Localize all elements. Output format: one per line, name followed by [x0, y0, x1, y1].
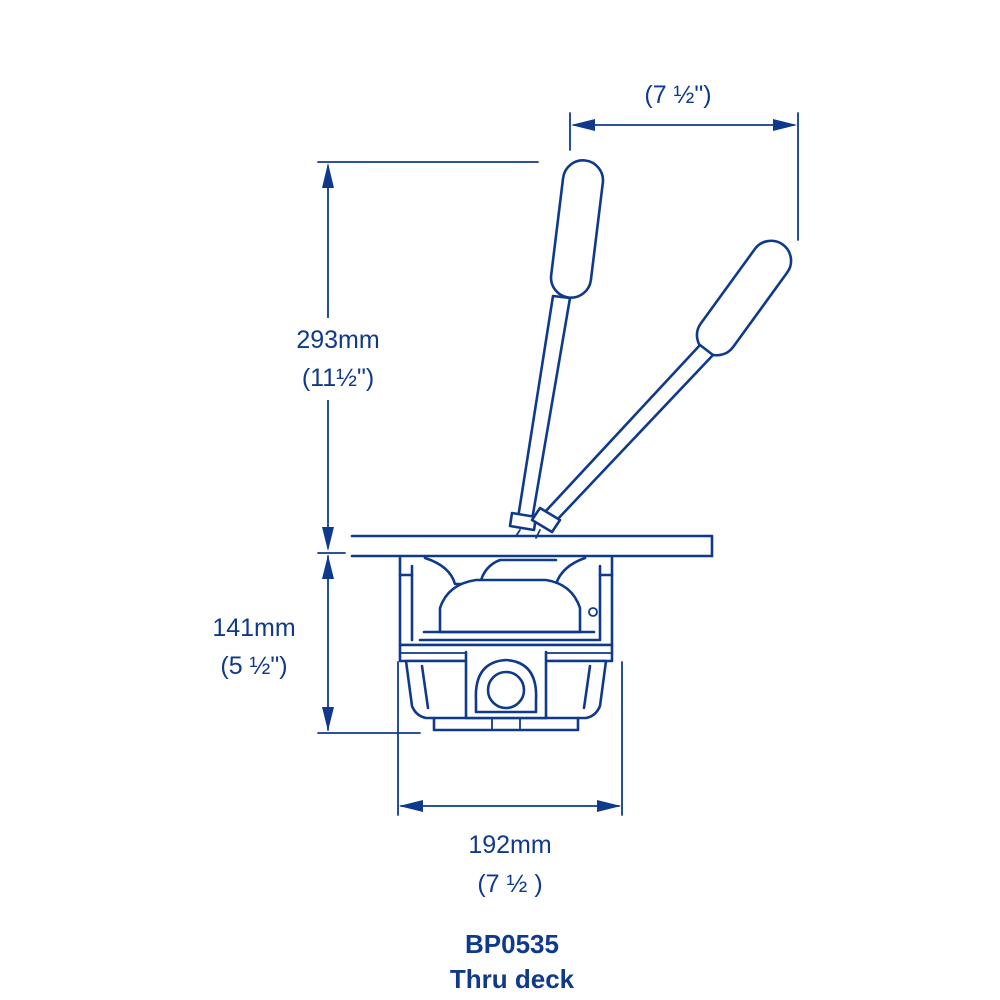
- top-width-imperial-label: (7 ½"): [644, 81, 711, 109]
- base-width-imperial-label: (7 ½ ): [477, 870, 542, 898]
- model-number: BP0535: [465, 929, 559, 959]
- height-below-deck-metric-label: 141mm: [212, 614, 295, 642]
- height-above-deck-imperial-label: (11½"): [302, 364, 374, 392]
- outlet-port: [464, 650, 548, 720]
- deck-plate: [350, 534, 714, 558]
- height-above-deck-dimension: 293mm (11½"): [280, 161, 539, 551]
- height-above-deck-metric-label: 293mm: [296, 326, 379, 354]
- mounting-type: Thru deck: [450, 964, 575, 994]
- base-width-metric-label: 192mm: [468, 831, 551, 859]
- right-handle: [530, 239, 793, 539]
- pump-dome: [418, 578, 600, 642]
- height-below-deck-imperial-label: (5 ½"): [220, 652, 287, 680]
- height-below-deck-dimension: 141mm (5 ½"): [200, 552, 421, 734]
- base-width-dimension: 192mm (7 ½ ): [397, 661, 623, 898]
- top-width-dimension: (7 ½"): [569, 81, 799, 241]
- caption: BP0535 Thru deck: [450, 929, 575, 994]
- pump-illustration: [350, 159, 793, 732]
- pump-body: [398, 643, 614, 732]
